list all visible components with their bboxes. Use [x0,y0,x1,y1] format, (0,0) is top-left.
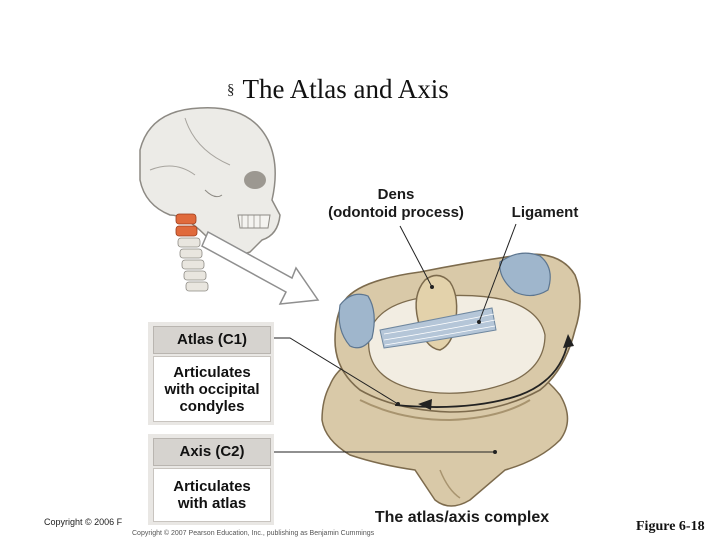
axis-body-text: Articulates with atlas [173,478,251,512]
odontoid-process-label: (odontoid process) [328,204,464,221]
atlas-heading-text: Atlas (C1) [176,331,247,348]
axis-box-body: Articulates with atlas [153,468,271,522]
left-articular-facet [338,293,375,349]
axis-box-heading: Axis (C2) [153,438,271,466]
rotation-arrow [394,341,569,408]
ligament-leader-line [478,223,517,323]
skull-illustration [139,107,281,256]
atlas-body-text: Articulates with occipital condyles [164,363,260,415]
axis-heading-text: Axis (C2) [179,443,245,460]
cervical-spine [175,213,209,292]
transverse-ligament-drawing [379,307,497,349]
highlighted-axis-vertebra [175,225,198,237]
figure-number: Figure 6-18 [636,519,705,534]
copyright-notice: Copyright © 2006 F [44,517,123,527]
atlas-box-body: Articulates with occipital condyles [153,356,271,422]
ligament-label: Ligament [512,204,579,221]
atlas-box-heading: Atlas (C1) [153,326,271,354]
title-text: The Atlas and Axis [242,74,449,104]
highlighted-atlas-vertebra [175,213,197,225]
title-bullet: § [227,82,235,98]
zoom-arrow [201,230,320,305]
dens-leader-line [399,225,433,288]
right-articular-facet [499,252,551,297]
atlas-leader-line [270,337,399,405]
dens-label: Dens [378,186,415,203]
slide-title: § The Atlas and Axis [227,74,449,105]
atlas-vertebra-drawing [334,252,581,413]
publisher-credit: Copyright © 2007 Pearson Education, Inc.… [132,530,375,537]
complex-caption: The atlas/axis complex [375,509,549,526]
